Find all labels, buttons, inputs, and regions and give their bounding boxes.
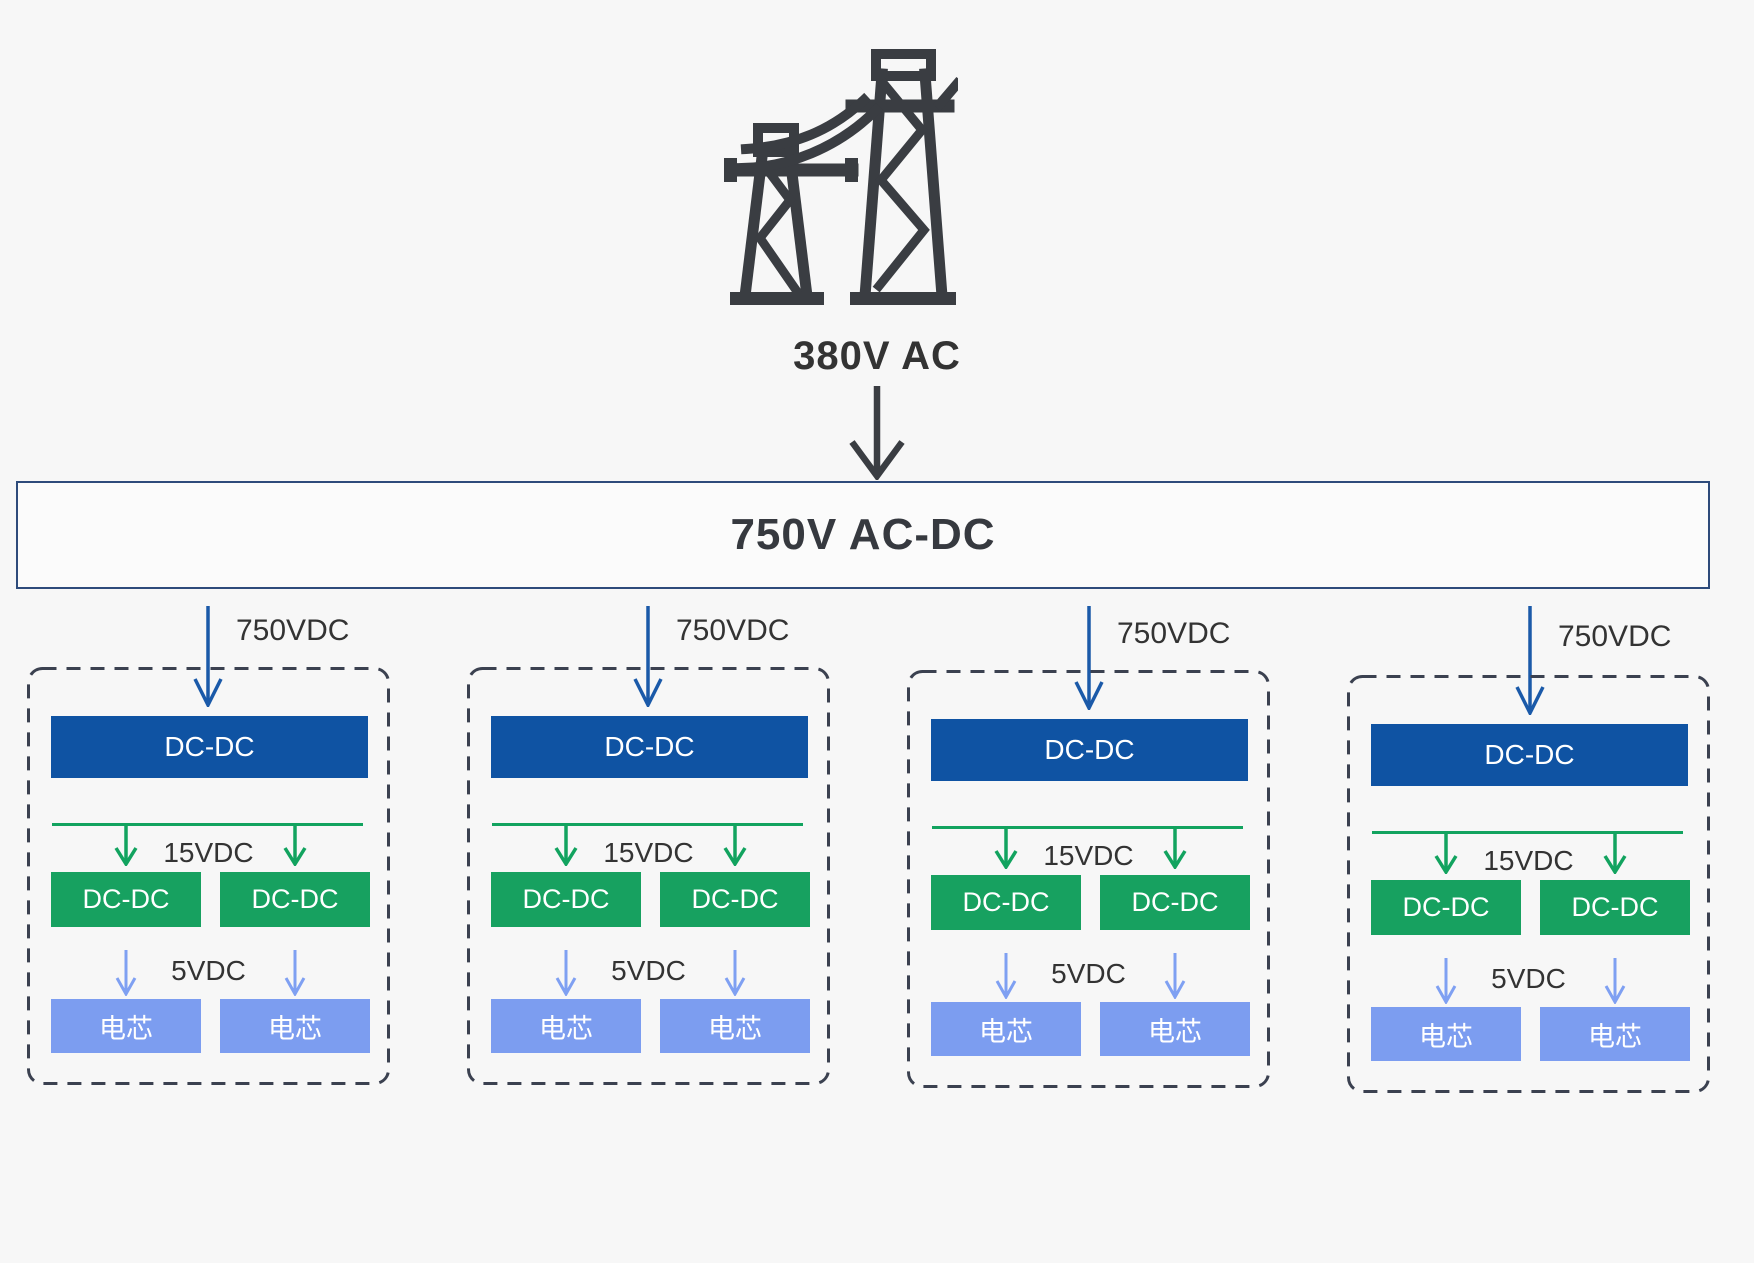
grid-to-converter-arrow xyxy=(849,386,905,480)
secondary-dcdc-label: DC-DC xyxy=(1402,892,1490,922)
mid-voltage-label: 15VDC xyxy=(1043,840,1134,871)
low-voltage-arrow xyxy=(284,950,306,996)
branch-arrow xyxy=(1074,606,1104,710)
battery-cell-label: 电芯 xyxy=(1148,1016,1202,1047)
low-voltage-arrow xyxy=(995,953,1017,999)
secondary-dcdc-box: DC-DC xyxy=(51,872,201,927)
secondary-dcdc-label: DC-DC xyxy=(962,887,1050,917)
low-voltage-label: 5VDC xyxy=(171,955,246,986)
branch-arrow xyxy=(193,606,223,707)
mid-voltage-bus-line xyxy=(932,826,1243,829)
secondary-dcdc-label: DC-DC xyxy=(1131,887,1219,917)
mid-voltage-arrow xyxy=(114,824,138,866)
primary-dcdc-label: DC-DC xyxy=(1044,734,1135,765)
acdc-converter-box: 750V AC-DC xyxy=(16,481,1710,589)
low-voltage-arrow xyxy=(724,950,746,996)
mid-voltage-bus-line xyxy=(1372,831,1683,834)
battery-cell-label: 电芯 xyxy=(1588,1021,1642,1052)
low-voltage-arrow xyxy=(115,950,137,996)
low-voltage-arrow xyxy=(1164,953,1186,999)
battery-cell-box: 电芯 xyxy=(1371,1007,1521,1061)
battery-cell-box: 电芯 xyxy=(491,999,641,1053)
mid-voltage-arrow xyxy=(554,824,578,866)
branch-arrow xyxy=(633,606,663,707)
battery-cell-box: 电芯 xyxy=(51,999,201,1053)
primary-dcdc-box: DC-DC xyxy=(1371,724,1688,786)
mid-voltage-arrow xyxy=(1434,832,1458,874)
low-voltage-label: 5VDC xyxy=(1491,963,1566,994)
battery-cell-label: 电芯 xyxy=(99,1013,153,1044)
low-voltage-label: 5VDC xyxy=(611,955,686,986)
mid-voltage-arrow xyxy=(1163,827,1187,869)
secondary-dcdc-box: DC-DC xyxy=(1540,880,1690,935)
battery-cluster-group: DC-DC 15VDC DC-DC DC-DC 5VDC 电芯 电芯 xyxy=(907,670,1270,1088)
low-voltage-arrow xyxy=(1435,958,1457,1004)
branch-voltage-label: 750VDC xyxy=(1558,620,1672,653)
mid-voltage-label: 15VDC xyxy=(603,837,694,868)
secondary-dcdc-box: DC-DC xyxy=(491,872,641,927)
battery-cell-box: 电芯 xyxy=(220,999,370,1053)
primary-dcdc-label: DC-DC xyxy=(164,731,255,762)
secondary-dcdc-label: DC-DC xyxy=(522,884,610,914)
mid-voltage-bus-line xyxy=(492,823,803,826)
primary-dcdc-label: DC-DC xyxy=(604,731,695,762)
low-voltage-arrow xyxy=(1604,958,1626,1004)
battery-cluster-group: DC-DC 15VDC DC-DC DC-DC 5VDC 电芯 电芯 xyxy=(1347,675,1710,1093)
acdc-converter-label: 750V AC-DC xyxy=(730,510,996,559)
primary-dcdc-box: DC-DC xyxy=(51,716,368,778)
battery-cell-box: 电芯 xyxy=(1540,1007,1690,1061)
primary-dcdc-box: DC-DC xyxy=(931,719,1248,781)
secondary-dcdc-box: DC-DC xyxy=(1100,875,1250,930)
low-voltage-arrow xyxy=(555,950,577,996)
battery-cell-box: 电芯 xyxy=(1100,1002,1250,1056)
branch-voltage-label: 750VDC xyxy=(1117,617,1231,650)
secondary-dcdc-label: DC-DC xyxy=(1571,892,1659,922)
mid-voltage-arrow xyxy=(1603,832,1627,874)
mid-voltage-label: 15VDC xyxy=(163,837,254,868)
primary-dcdc-label: DC-DC xyxy=(1484,739,1575,770)
mid-voltage-arrow xyxy=(994,827,1018,869)
secondary-dcdc-box: DC-DC xyxy=(660,872,810,927)
battery-cell-label: 电芯 xyxy=(979,1016,1033,1047)
battery-cell-label: 电芯 xyxy=(708,1013,762,1044)
battery-cell-label: 电芯 xyxy=(539,1013,593,1044)
battery-cell-label: 电芯 xyxy=(1419,1021,1473,1052)
secondary-dcdc-box: DC-DC xyxy=(931,875,1081,930)
branch-arrow xyxy=(1515,606,1545,715)
source-voltage-label: 380V AC xyxy=(793,334,961,378)
branch-voltage-label: 750VDC xyxy=(236,614,350,647)
branch-voltage-label: 750VDC xyxy=(676,614,790,647)
secondary-dcdc-box: DC-DC xyxy=(220,872,370,927)
battery-cell-box: 电芯 xyxy=(660,999,810,1053)
secondary-dcdc-label: DC-DC xyxy=(251,884,339,914)
low-voltage-label: 5VDC xyxy=(1051,958,1126,989)
mid-voltage-bus-line xyxy=(52,823,363,826)
secondary-dcdc-label: DC-DC xyxy=(691,884,779,914)
battery-cell-label: 电芯 xyxy=(268,1013,322,1044)
mid-voltage-arrow xyxy=(283,824,307,866)
secondary-dcdc-label: DC-DC xyxy=(82,884,170,914)
battery-cluster-group: DC-DC 15VDC DC-DC DC-DC 5VDC 电芯 电芯 xyxy=(467,667,830,1085)
mid-voltage-label: 15VDC xyxy=(1483,845,1574,876)
primary-dcdc-box: DC-DC xyxy=(491,716,808,778)
battery-cluster-group: DC-DC 15VDC DC-DC DC-DC 5VDC 电芯 电芯 xyxy=(27,667,390,1085)
transmission-tower-icon xyxy=(724,49,958,305)
battery-cell-box: 电芯 xyxy=(931,1002,1081,1056)
mid-voltage-arrow xyxy=(723,824,747,866)
secondary-dcdc-box: DC-DC xyxy=(1371,880,1521,935)
